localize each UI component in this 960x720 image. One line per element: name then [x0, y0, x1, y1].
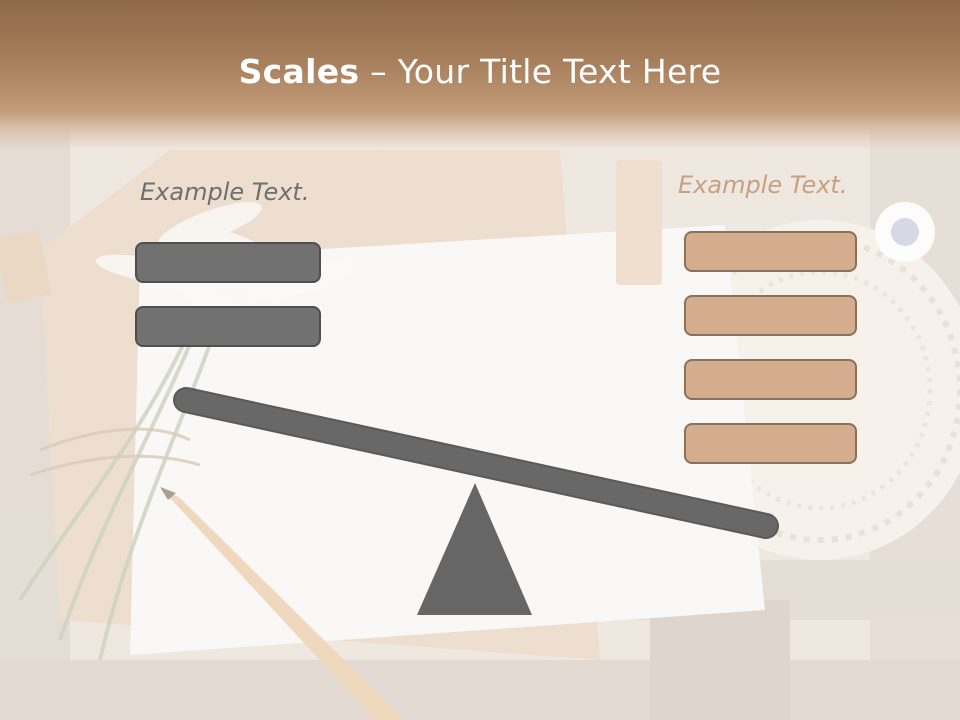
title-bold: Scales: [238, 52, 360, 91]
title-rest: – Your Title Text Here: [359, 52, 722, 91]
title-band: [0, 0, 960, 150]
right-box-4: [684, 423, 857, 464]
slide-title: Scales – Your Title Text Here: [0, 52, 960, 91]
right-box-1: [684, 231, 857, 272]
left-box-2: [135, 306, 321, 347]
right-box-3: [684, 359, 857, 400]
right-box-2: [684, 295, 857, 336]
left-box-1: [135, 242, 321, 283]
left-label: Example Text.: [140, 178, 310, 206]
right-label: Example Text.: [678, 171, 848, 199]
